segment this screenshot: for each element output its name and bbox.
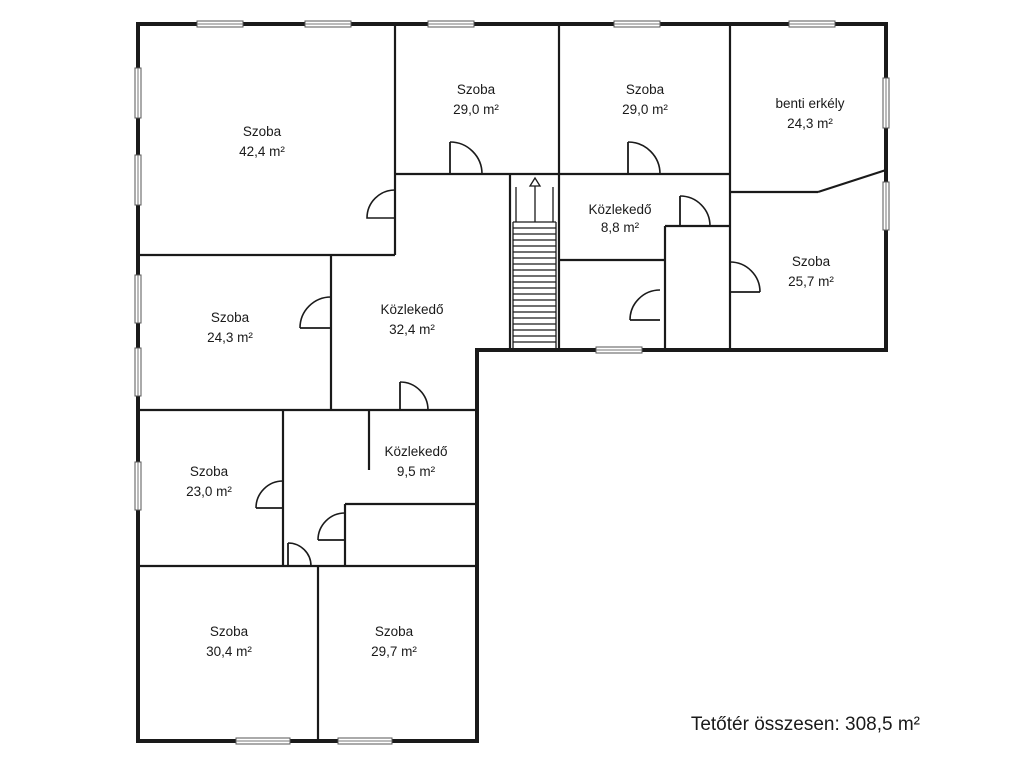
room-name: Szoba	[792, 254, 831, 269]
room-name: Szoba	[626, 82, 665, 97]
room-label-szoba-top-2: Szoba 29,0 m²	[622, 82, 668, 117]
window-left-3	[134, 274, 142, 324]
door-nw-room	[366, 189, 396, 219]
window-right-2	[882, 181, 890, 231]
room-name: Szoba	[211, 310, 250, 325]
total-area-caption: Tetőtér összesen: 308,5 m²	[691, 714, 920, 735]
room-area: 29,0 m²	[622, 102, 668, 117]
room-name: Szoba	[210, 624, 249, 639]
window-bottom-1	[235, 737, 291, 745]
room-labels: Szoba 42,4 m² Szoba 29,0 m² Szoba 29,0 m…	[186, 82, 845, 659]
room-name: Szoba	[375, 624, 414, 639]
room-label-erkely: benti erkély 24,3 m²	[775, 96, 844, 131]
door-inner-1	[317, 512, 346, 541]
doors	[255, 141, 761, 567]
window-top-3	[427, 20, 475, 28]
door-small-corridor	[679, 195, 711, 227]
room-area: 23,0 m²	[186, 484, 232, 499]
window-left-1	[134, 67, 142, 119]
room-area: 9,5 m²	[397, 464, 436, 479]
window-left-4	[134, 347, 142, 397]
door-top-1	[449, 141, 483, 175]
room-area: 32,4 m²	[389, 322, 435, 337]
window-top-2	[304, 20, 352, 28]
windows	[134, 20, 890, 745]
window-left-5	[134, 461, 142, 511]
room-area: 29,0 m²	[453, 102, 499, 117]
door-west-3	[255, 480, 284, 509]
door-inner-2	[287, 542, 312, 567]
room-name: Közlekedő	[588, 202, 651, 217]
room-label-szoba-east: Szoba 25,7 m²	[788, 254, 834, 289]
outer-wall	[136, 22, 888, 743]
window-east-bottom	[595, 346, 643, 354]
room-label-szoba-top-1: Szoba 29,0 m²	[453, 82, 499, 117]
room-label-kozlekedo-main: Közlekedő 32,4 m²	[380, 302, 443, 337]
room-label-kozlekedo-lower: Közlekedő 9,5 m²	[384, 444, 447, 479]
room-name: Közlekedő	[384, 444, 447, 459]
room-area: 25,7 m²	[788, 274, 834, 289]
room-name: Szoba	[243, 124, 282, 139]
room-name: benti erkély	[775, 96, 844, 111]
door-top-2	[627, 141, 661, 175]
staircase	[512, 176, 557, 348]
window-top-4	[613, 20, 661, 28]
door-closet	[629, 289, 661, 321]
room-name: Szoba	[190, 464, 229, 479]
window-top-5	[788, 20, 836, 28]
room-label-szoba-sw: Szoba 30,4 m²	[206, 624, 252, 659]
door-west-2	[299, 296, 332, 329]
door-main-corridor	[399, 381, 429, 411]
room-label-szoba-west-3: Szoba 23,0 m²	[186, 464, 232, 499]
room-area: 8,8 m²	[601, 220, 640, 235]
room-label-szoba-nw: Szoba 42,4 m²	[239, 124, 285, 159]
room-label-szoba-s: Szoba 29,7 m²	[371, 624, 417, 659]
door-east-room	[729, 261, 761, 293]
room-area: 42,4 m²	[239, 144, 285, 159]
window-top-1	[196, 20, 244, 28]
room-area: 24,3 m²	[207, 330, 253, 345]
window-right-1	[882, 77, 890, 129]
interior-walls	[138, 24, 887, 741]
room-name: Közlekedő	[380, 302, 443, 317]
room-area: 30,4 m²	[206, 644, 252, 659]
room-label-szoba-west-2: Szoba 24,3 m²	[207, 310, 253, 345]
room-label-kozlekedo-small: Közlekedő 8,8 m²	[588, 202, 651, 235]
window-left-2	[134, 154, 142, 206]
room-area: 29,7 m²	[371, 644, 417, 659]
room-area: 24,3 m²	[787, 116, 833, 131]
room-name: Szoba	[457, 82, 496, 97]
window-bottom-2	[337, 737, 393, 745]
